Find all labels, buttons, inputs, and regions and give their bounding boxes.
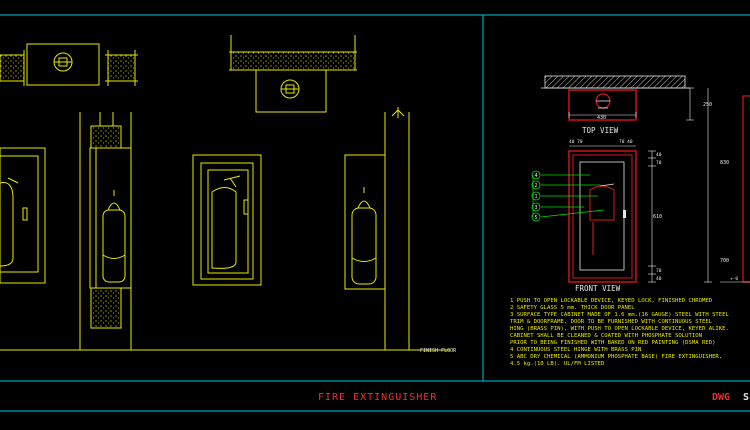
dim-40-b: 40 [656,276,662,282]
callout-circle-5 [531,212,541,222]
callout-circle-2 [531,180,541,190]
callout-circle-4 [531,202,541,212]
note-line: TRIM & DOORFRAME, DOOR TO BE FURNISHED W… [510,319,713,325]
note-line: 3 SURFACE TYPE CABINET MADE OF 1.6 mm.(1… [510,312,730,318]
callout-number-5: 5 [535,215,538,221]
brand-logo: DWG S [712,392,749,403]
sheet-frame [0,14,750,412]
extinguisher-front-view [589,185,615,221]
note-line: HING (BRASS PIN), WITH PUSH TO OPEN LOCK… [510,326,729,332]
callout-circle-1 [531,170,541,180]
note-line: CABINET SHALL BE CLEANED & COATED WITH P… [510,333,702,339]
callout-number-4: 3 [535,205,538,211]
elevation-group [0,35,450,351]
cabinet-section-2 [344,154,386,290]
dim-40-a: 40 [656,152,662,158]
dim-700: 700 [720,258,729,264]
dim-430: 430 [597,115,606,121]
dim-4070: 40 70 [569,139,583,145]
wall-recess [230,51,356,71]
cabinet-top-view [568,89,637,121]
top-view-label: TOP VIEW [582,126,619,135]
dim-610: 610 [653,214,662,220]
finish-floor-label: FINISH FLOOR [420,348,457,354]
note-line: PRIOR TO BEING FINISHED WITH BAKED ON RE… [510,340,715,346]
note-line: 1 PUSH TO OPEN LOCKABLE DEVICE, KEYED LO… [510,298,713,304]
dim-edge: +-0 [730,276,738,282]
wall-block-bottom [90,287,122,329]
wall-section-right [107,54,136,82]
front-view-detail [532,88,750,283]
glass-panel [579,161,625,271]
cabinet-elevation-2 [192,154,262,286]
callout-number-3: 1 [535,194,538,200]
notes-block: 1 PUSH TO OPEN LOCKABLE DEVICE, KEYED LO… [510,298,730,367]
top-cabinet-plan-1 [26,43,100,86]
extinguisher-section-1 [102,209,126,283]
dim-830: 830 [720,160,729,166]
note-line: 4.5 kg.(10 LB). UL/FM LISTED [510,361,605,367]
callout-number-1: 4 [535,173,538,179]
cabinet-side-section [742,95,750,283]
front-view-label: FRONT VIEW [575,284,621,293]
dim-7040: 70 40 [619,139,633,145]
drawing-title: FIRE EXTINGUISHER [318,392,437,403]
cabinet-front-view [568,150,637,283]
note-line: 5 ABC DRY CHEMICAL (AMMONIUM PHOSPHATE B… [510,354,722,360]
dim-70-b: 70 [656,268,662,274]
wall-block-top [90,125,122,149]
note-line: 2 SAFETY GLASS 5 mm. THICK DOOR PANEL [510,305,635,311]
brand-logo-suffix: S [743,392,749,403]
cabinet-elevation-1 [0,147,46,284]
callout-markers: 4 2 1 3 5 [531,170,541,222]
top-view-detail [541,75,694,121]
callout-number-2: 2 [535,183,538,189]
dim-70-a: 70 [656,160,662,166]
dim-250: 250 [703,102,712,108]
brand-logo-dwg: DWG [712,392,730,403]
callout-circle-3 [531,191,541,201]
extinguisher-section-2 [351,207,377,285]
note-line: 4 CONTINUOUS STEEL HINGE WITH BRASS PIN [510,347,641,353]
wall-section-left [0,54,25,82]
top-cabinet-plan-2 [255,69,327,113]
